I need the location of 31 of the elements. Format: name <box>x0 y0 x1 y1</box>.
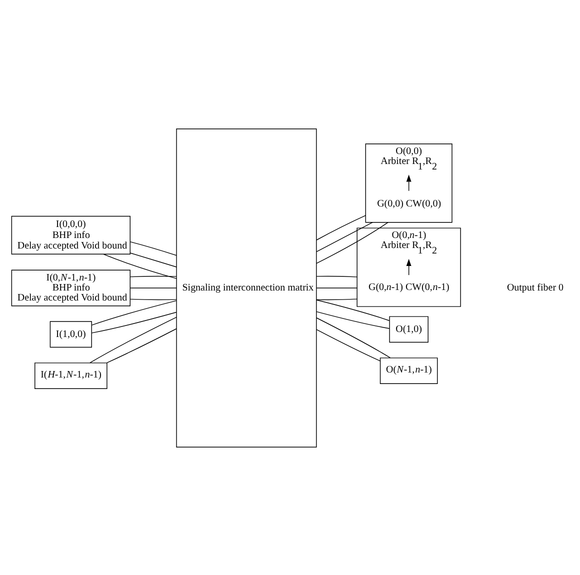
connector <box>92 300 177 325</box>
connector <box>130 240 177 256</box>
connector <box>130 252 177 267</box>
connector <box>130 275 177 277</box>
connector <box>90 316 177 363</box>
node-box: O(1,0) <box>389 316 428 342</box>
connector <box>316 310 390 328</box>
connector <box>316 299 390 320</box>
arrow <box>406 174 412 191</box>
connector <box>130 287 177 288</box>
connector <box>316 317 391 358</box>
node-box: I(H-1,N-1,n-1) <box>34 362 108 388</box>
connector <box>316 298 358 300</box>
connector <box>316 214 366 240</box>
node-box: I(0,N-1,n-1) BHP info Delay accepted Void bound <box>11 269 130 306</box>
connector <box>106 328 177 363</box>
node-box: I(0,0,0) BHP info Delay accepted Void bound <box>11 215 130 254</box>
connector <box>316 328 380 361</box>
arrow <box>406 258 412 275</box>
node-box: Signaling interconnection matrix <box>176 128 317 447</box>
connector <box>316 287 358 288</box>
node-box: O(N-1,n-1) <box>380 357 438 384</box>
label: Output fiber 0 <box>506 282 564 294</box>
connector <box>316 221 374 252</box>
connector <box>316 275 358 277</box>
connector <box>316 221 388 264</box>
connector <box>92 311 177 333</box>
node-text: G(0,0) CW(0,0) <box>377 198 442 209</box>
node-box: I(1,0,0) <box>50 320 92 348</box>
node-text: G(0,n-1) CW(0,n-1) <box>368 281 450 292</box>
connector <box>130 298 177 300</box>
